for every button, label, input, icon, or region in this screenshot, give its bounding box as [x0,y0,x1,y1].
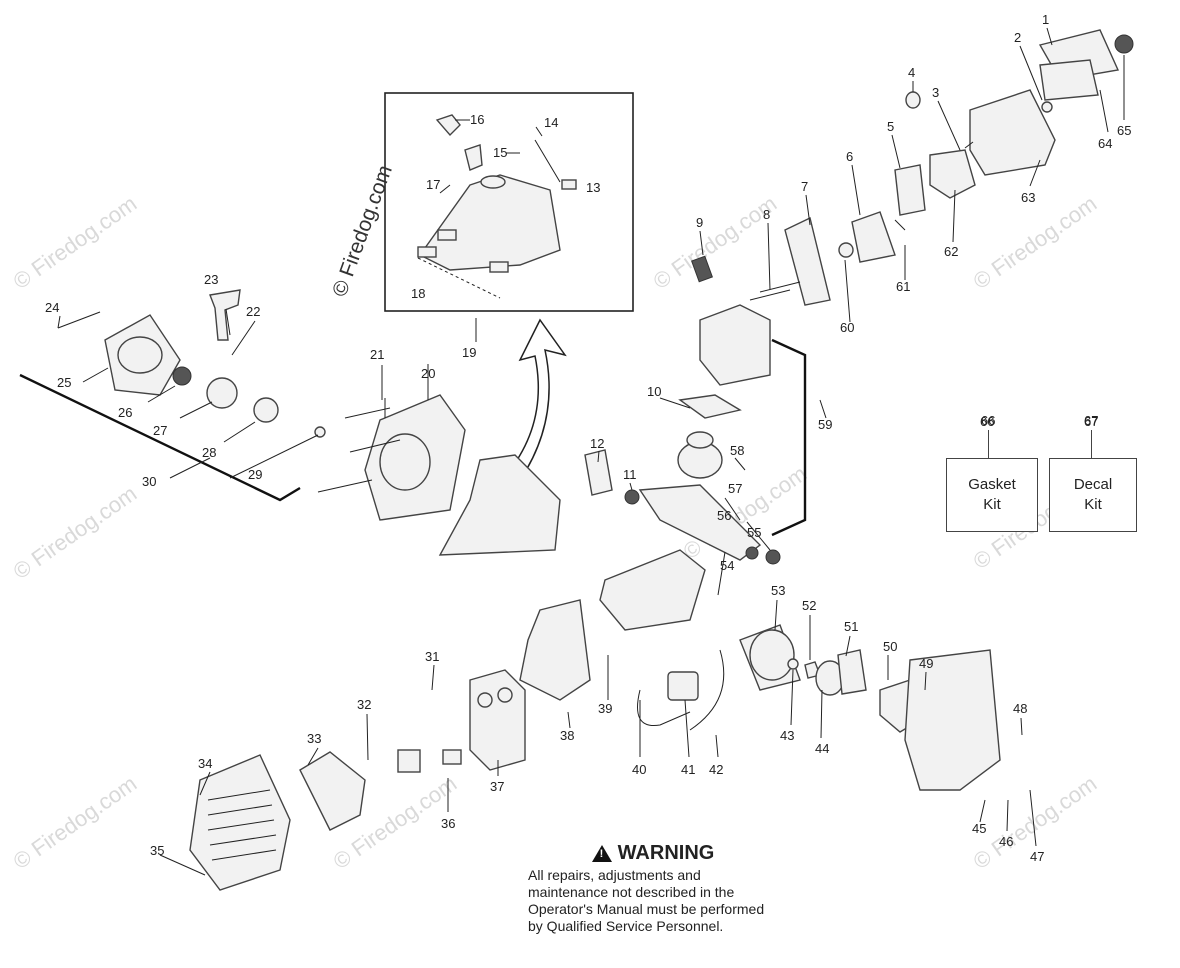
callout-label: 8 [763,207,770,222]
callout-label: 65 [1117,123,1131,138]
callout-label: 23 [204,272,218,287]
callout-label: 25 [57,375,71,390]
cylinder-parts [519,216,831,701]
callout-label: 17 [426,177,440,192]
decal-kit-number: 67 [1084,413,1099,428]
callout-label: 60 [840,320,854,335]
kit-leader-67 [1091,430,1092,458]
callout-label: 32 [357,697,371,712]
callout-label: 15 [493,145,507,160]
callout-label: 38 [560,728,574,743]
callout-label: 29 [248,467,262,482]
watermark: © Firedog.com [9,771,142,874]
engine-housing [317,394,561,556]
decal-kit-box: Decal Kit [1049,458,1137,532]
callout-label: 55 [747,525,761,540]
callout-label: 31 [425,649,439,664]
fuel-tank-drawing [417,114,577,299]
fuel-tank-inset-box [384,92,634,312]
callout-label: 40 [632,762,646,777]
callout-label: 18 [411,286,425,301]
callout-label: 3 [932,85,939,100]
warning-body: All repairs, adjustments and maintenance… [528,867,765,934]
callout-label: 7 [801,179,808,194]
callout-label: 51 [844,619,858,634]
leader-lines [57,27,1125,876]
callout-label: 61 [896,279,910,294]
kit-leader-66 [988,430,989,458]
callout-label: 41 [681,762,695,777]
warning-notice: ! WARNING All repairs, adjustments and m… [528,842,768,935]
muffler-parts [189,669,526,891]
callout-label: 35 [150,843,164,858]
callout-label: 49 [919,656,933,671]
gasket-kit-number: 66 [981,413,996,428]
callout-label: 24 [45,300,59,315]
callout-labels: 1 2 3 4 5 6 7 8 9 10 11 12 13 14 15 16 1… [45,12,1131,864]
callout-label: 21 [370,347,384,362]
callout-label: 53 [771,583,785,598]
callout-label: 58 [730,443,744,458]
callout-label: 42 [709,762,723,777]
callout-label: 43 [780,728,794,743]
callout-label: 12 [590,436,604,451]
ignition-clutch-parts [637,624,1001,791]
watermark: © Firedog.com [969,191,1102,294]
callout-label: 33 [307,731,321,746]
callout-label: 66 [980,414,994,429]
callout-label: 44 [815,741,829,756]
warning-title-row: ! WARNING [538,842,768,865]
bracket-30 [19,373,301,502]
arrow-icon [509,318,567,482]
callout-label: 27 [153,423,167,438]
warning-title: WARNING [617,842,715,864]
callout-label: 28 [202,445,216,460]
callout-label: 37 [490,779,504,794]
gasket-kit-box: Gasket Kit [946,458,1038,532]
callout-label: 13 [586,180,600,195]
callout-label: 14 [544,115,558,130]
callout-label: 6 [846,149,853,164]
callout-label: 57 [728,481,742,496]
callout-label: 19 [462,345,476,360]
callout-label: 1 [1042,12,1049,27]
callout-label: 48 [1013,701,1027,716]
callout-label: 36 [441,816,455,831]
callout-label: 34 [198,756,212,771]
callout-label: 47 [1030,849,1044,864]
callout-label: 67 [1084,414,1098,429]
watermark: © Firedog.com [328,162,397,300]
callout-label: 45 [972,821,986,836]
callout-label: 26 [118,405,132,420]
callout-label: 22 [246,304,260,319]
watermark: © Firedog.com [649,191,782,294]
callout-label: 11 [623,467,637,482]
callout-label: 64 [1098,136,1112,151]
bracket-59 [771,338,807,537]
callout-label: 5 [887,119,894,134]
callout-label: 46 [999,834,1013,849]
callout-label: 59 [818,417,832,432]
callout-label: 52 [802,598,816,613]
callout-label: 63 [1021,190,1035,205]
callout-label: 62 [944,244,958,259]
callout-label: 30 [142,474,156,489]
callout-label: 4 [908,65,915,80]
callout-label: 10 [647,384,661,399]
callout-label: 39 [598,701,612,716]
callout-label: 50 [883,639,897,654]
callout-label: 56 [717,508,731,523]
watermark: © Firedog.com [9,481,142,584]
callout-label: 2 [1014,30,1021,45]
watermark: © Firedog.com [9,191,142,294]
carburetor-parts [838,29,1134,263]
warning-triangle-icon: ! [591,845,612,862]
starter-parts [57,289,326,479]
callout-label: 16 [470,112,484,127]
callout-label: 9 [696,215,703,230]
